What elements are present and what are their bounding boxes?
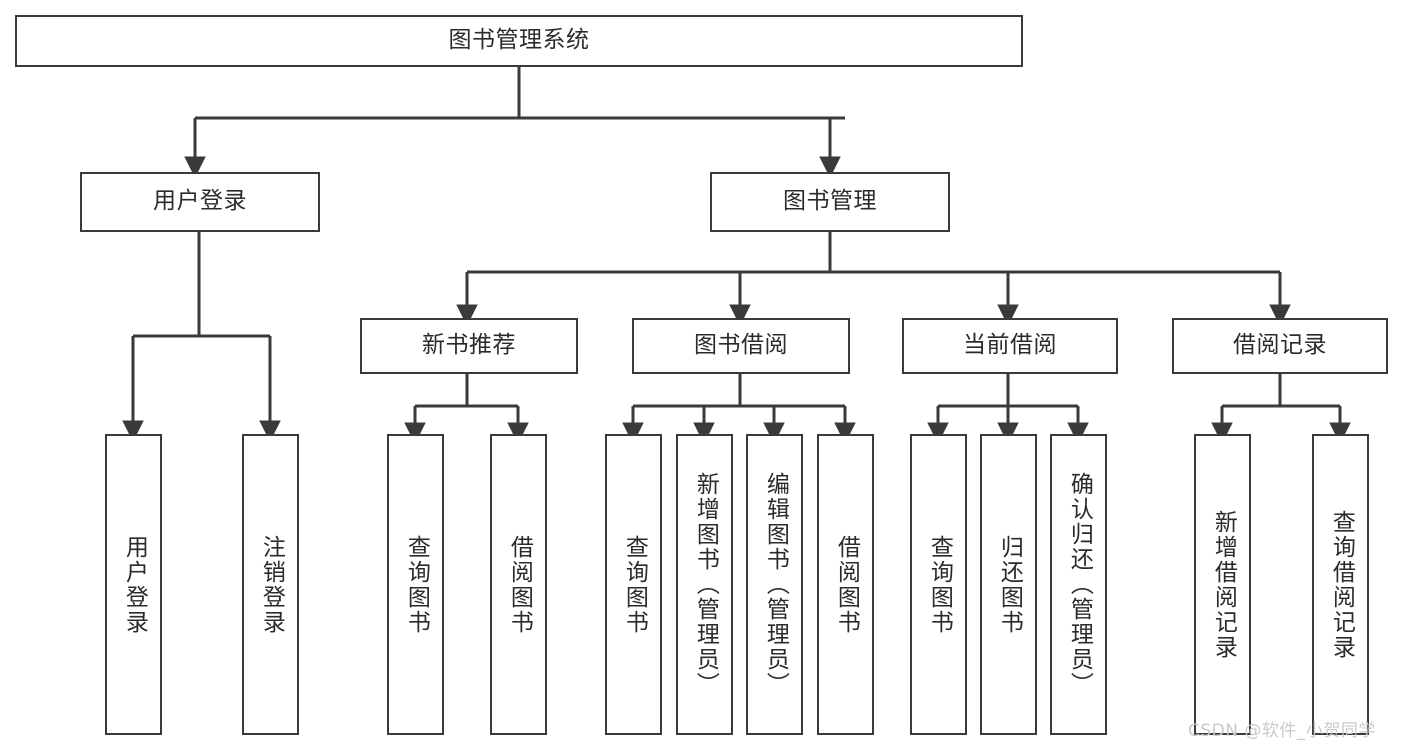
leaf-add-book-admin[interactable]: 新增图书（管理员） [676,434,733,735]
node-label: 确认归还（管理员） [1066,472,1093,697]
node-new-book-recommend[interactable]: 新书推荐 [360,318,578,374]
node-label: 编辑图书（管理员） [762,472,789,697]
leaf-user-login[interactable]: 用户登录 [105,434,162,735]
node-label: 查询图书 [621,534,648,635]
leaf-edit-book-admin[interactable]: 编辑图书（管理员） [746,434,803,735]
leaf-query-book-recommend[interactable]: 查询图书 [387,434,444,735]
leaf-return-book[interactable]: 归还图书 [980,434,1037,735]
node-label: 用户登录 [121,534,148,635]
node-user-login[interactable]: 用户登录 [80,172,320,232]
csdn-watermark: CSDN @软件_小贺同学 [1188,721,1376,741]
leaf-confirm-return-admin[interactable]: 确认归还（管理员） [1050,434,1107,735]
node-label: 查询图书 [926,534,953,635]
leaf-borrow-book[interactable]: 借阅图书 [817,434,874,735]
leaf-query-borrow-record[interactable]: 查询借阅记录 [1312,434,1369,735]
leaf-add-borrow-record[interactable]: 新增借阅记录 [1194,434,1251,735]
node-label: 查询借阅记录 [1328,509,1355,660]
node-label: 新增图书（管理员） [692,472,719,697]
node-label: 图书借阅 [694,332,788,359]
node-label: 借阅记录 [1233,332,1327,359]
node-label: 查询图书 [403,534,430,635]
node-label: 借阅图书 [833,534,860,635]
node-label: 归还图书 [996,534,1023,635]
node-root-book-management-system[interactable]: 图书管理系统 [15,15,1023,67]
node-label: 注销登录 [258,534,285,635]
node-label: 图书管理系统 [448,27,590,54]
node-label: 用户登录 [153,188,247,215]
node-label: 新增借阅记录 [1210,509,1237,660]
leaf-borrow-book-recommend[interactable]: 借阅图书 [490,434,547,735]
node-book-borrow[interactable]: 图书借阅 [632,318,850,374]
leaf-user-logout[interactable]: 注销登录 [242,434,299,735]
node-borrow-record[interactable]: 借阅记录 [1172,318,1388,374]
node-label: 当前借阅 [963,332,1057,359]
node-label: 新书推荐 [422,332,516,359]
node-label: 借阅图书 [506,534,533,635]
leaf-query-book-current[interactable]: 查询图书 [910,434,967,735]
node-current-borrow[interactable]: 当前借阅 [902,318,1118,374]
leaf-query-book-borrow[interactable]: 查询图书 [605,434,662,735]
node-book-management[interactable]: 图书管理 [710,172,950,232]
node-label: 图书管理 [783,188,877,215]
